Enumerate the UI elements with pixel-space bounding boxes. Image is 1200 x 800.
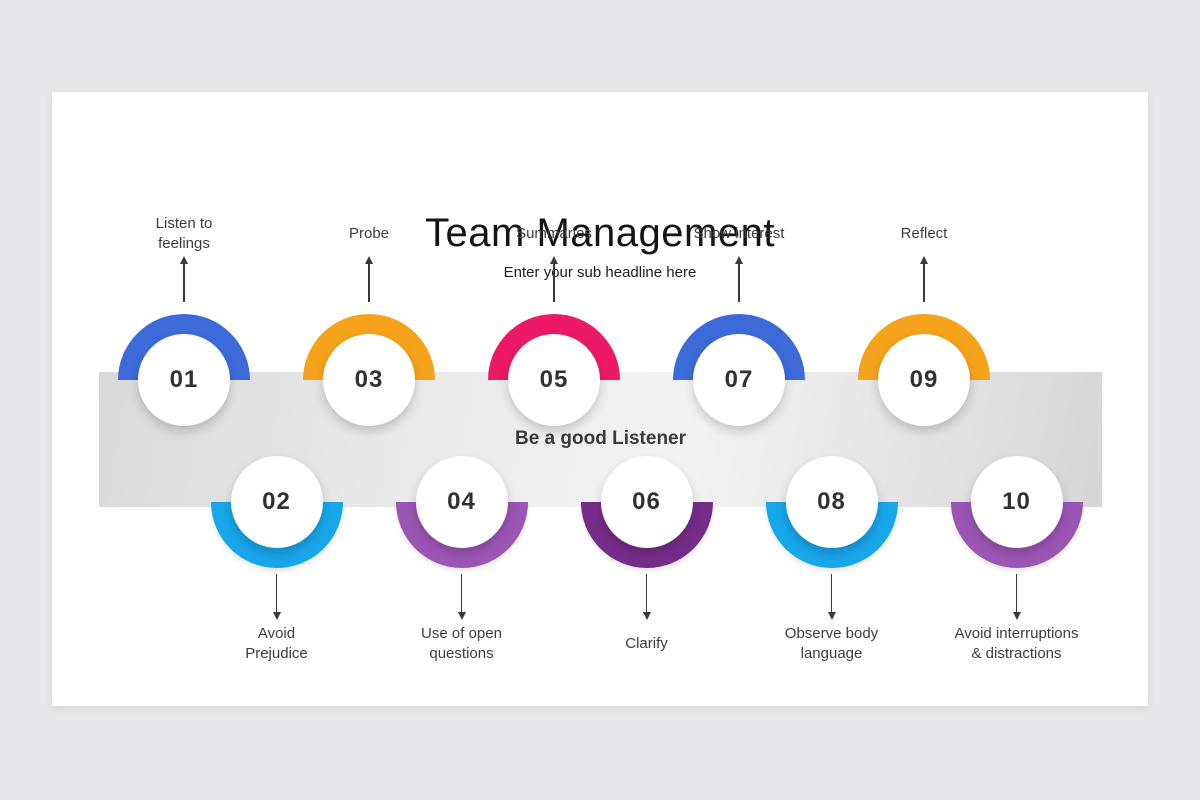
arrow-shaft — [923, 264, 925, 302]
arrow-up-icon — [916, 256, 932, 302]
arrow-shaft — [830, 574, 833, 612]
step-label: Observe body language — [784, 625, 879, 662]
arrow-head — [180, 256, 188, 264]
arrow-head — [735, 256, 743, 264]
arrow-shaft — [460, 574, 463, 612]
step-number: 06 — [632, 488, 661, 515]
arrow-head — [1012, 612, 1021, 620]
arrow-up-icon — [731, 256, 747, 302]
step-label: Clarify — [625, 635, 668, 652]
arrow-head — [642, 612, 651, 620]
step-circle: 03 — [323, 334, 415, 426]
step-label: Probe — [348, 225, 390, 242]
arrow-shaft — [645, 574, 648, 612]
step-circle: 02 — [230, 456, 323, 548]
arrow-down-icon — [269, 574, 285, 620]
page-title: Team Management — [425, 211, 775, 255]
step-number: 05 — [539, 366, 569, 393]
arrow-head — [827, 612, 836, 620]
step-circle: 10 — [970, 456, 1063, 548]
arrow-head — [550, 256, 558, 264]
arrow-shaft — [368, 264, 370, 302]
arrow-head — [272, 612, 281, 620]
arrow-shaft — [738, 264, 740, 302]
arrow-shaft — [553, 264, 555, 302]
step-number: 02 — [262, 488, 291, 515]
arrow-down-icon — [639, 574, 655, 620]
arrow-head — [920, 256, 928, 264]
arrow-head — [365, 256, 373, 264]
banner-label: Be a good Listener — [514, 428, 687, 449]
step-circle: 04 — [415, 456, 508, 548]
step-label: Reflect — [900, 225, 948, 242]
arrow-down-icon — [454, 574, 470, 620]
step-circle: 01 — [138, 334, 230, 426]
step-label: Avoid Prejudice — [245, 625, 308, 662]
step-number: 07 — [724, 366, 754, 393]
step-circle: 08 — [785, 456, 878, 548]
step-number: 08 — [817, 488, 846, 515]
step-label: Show interest — [693, 225, 785, 242]
page-subtitle: Enter your sub headline here — [503, 264, 697, 281]
step-circle: 06 — [600, 456, 693, 548]
step-label: Summaries — [516, 225, 592, 242]
arrow-shaft — [183, 264, 185, 302]
step-label: Avoid interruptions & distractions — [954, 625, 1079, 662]
step-label: Listen to feelings — [155, 215, 213, 252]
arrow-up-icon — [546, 256, 562, 302]
step-label: Use of open questions — [421, 625, 502, 662]
step-circle: 09 — [878, 334, 970, 426]
arrow-down-icon — [824, 574, 840, 620]
arrow-shaft — [275, 574, 278, 612]
arrow-shaft — [1015, 574, 1018, 612]
arrow-up-icon — [361, 256, 377, 302]
step-circle: 05 — [508, 334, 600, 426]
arrow-head — [457, 612, 466, 620]
step-number: 04 — [447, 488, 476, 515]
step-number: 10 — [1002, 488, 1031, 515]
arrow-up-icon — [176, 256, 192, 302]
step-number: 01 — [169, 366, 199, 393]
arrow-down-icon — [1009, 574, 1025, 620]
step-number: 09 — [909, 366, 939, 393]
step-circle: 07 — [693, 334, 785, 426]
step-number: 03 — [354, 366, 384, 393]
